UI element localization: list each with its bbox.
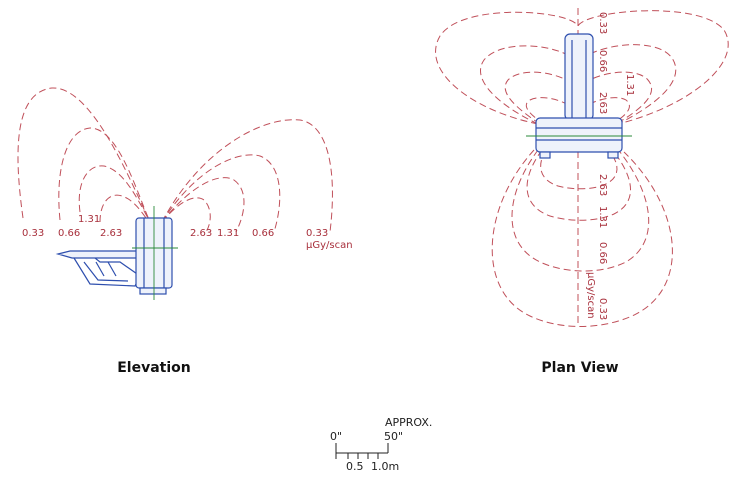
elev-unit-label: µGy/scan: [306, 240, 353, 251]
elev-left-label-2: 1.31: [78, 214, 100, 225]
elev-right-label-2: 0.66: [252, 228, 274, 239]
plan-gantry-foot-right: [607, 151, 619, 159]
scale-approx-label: APPROX.: [385, 416, 432, 429]
isodose-curve-left-0.66: [58, 127, 151, 223]
isodose-curve-right-1.31: [161, 177, 245, 233]
scale-bar: APPROX. 0" 50" 0.5 1.0m: [330, 416, 432, 473]
plan-bottom-label-3: 0.33: [597, 298, 608, 320]
gantry-base: [139, 287, 167, 295]
isodose-curve-right-0.33: [161, 119, 333, 233]
isodose-curve-right-0.66: [161, 154, 281, 233]
table-rail-2: [107, 261, 117, 277]
plan-top-curve-0.66: [480, 44, 677, 125]
plan-bottom-curve-2.63: [540, 149, 618, 190]
scale-inch-end: 50": [384, 430, 403, 443]
table-rail-1: [95, 261, 105, 277]
plan-top-label-3: 2.63: [597, 92, 608, 114]
plan-bottom-curve-1.31: [526, 149, 631, 221]
plan-bottom-label-2: 0.66: [597, 242, 608, 264]
plan-scanner: [526, 33, 632, 159]
elev-left-label-1: 0.66: [58, 228, 80, 239]
plan-bottom-label-0: 2.63: [597, 174, 608, 196]
elev-right-label-0: 2.63: [190, 228, 212, 239]
scale-m-mid: 0.5: [346, 460, 364, 473]
plan-view: 0.33 0.66 1.31 2.63 2.63 1.31 0.66 µGy/s…: [435, 8, 729, 376]
isodose-curve-left-1.31: [78, 165, 151, 223]
plan-bottom-curve-0.33: [491, 149, 673, 327]
elevation-right-isodose-curves: [161, 119, 333, 233]
elev-right-label-3: 0.33: [306, 228, 328, 239]
scale-m-end: 1.0m: [371, 460, 399, 473]
plan-bottom-curve-0.66: [511, 149, 650, 272]
plan-top-label-2: 1.31: [624, 74, 635, 96]
plan-gantry: [535, 117, 623, 153]
plan-top-curve-0.33: [435, 10, 729, 125]
plan-top-label-0: 0.33: [597, 12, 608, 34]
patient-table: [55, 250, 141, 259]
elev-left-label-0: 0.33: [22, 228, 44, 239]
isodose-curve-left-2.63: [99, 194, 151, 225]
plan-patient-table: [564, 33, 594, 121]
plan-top-label-1: 0.66: [597, 50, 608, 72]
plan-gantry-foot-left: [539, 151, 551, 159]
plan-unit-label: µGy/scan: [585, 272, 596, 319]
elevation-scanner: [55, 206, 178, 300]
elev-right-label-1: 1.31: [217, 228, 239, 239]
plan-labels: 0.33 0.66 1.31 2.63 2.63 1.31 0.66 µGy/s…: [585, 12, 635, 320]
elevation-title: Elevation: [117, 360, 191, 376]
elev-left-label-3: 2.63: [100, 228, 122, 239]
plan-top-curve-2.63: [525, 97, 630, 125]
scale-inch-start: 0": [330, 430, 342, 443]
plan-bottom-label-1: 1.31: [597, 206, 608, 228]
plan-bottom-isodose-curves: [491, 149, 673, 327]
isodose-curve-left-0.33: [17, 87, 151, 223]
elevation-view: 0.33 0.66 1.31 2.63 2.63 1.31 0.66 0.33 …: [17, 87, 353, 376]
elevation-labels: 0.33 0.66 1.31 2.63 2.63 1.31 0.66 0.33 …: [22, 214, 353, 251]
table-support-arm-inner: [83, 261, 129, 282]
elevation-left-isodose-curves: [17, 87, 151, 225]
plan-view-title: Plan View: [541, 360, 618, 376]
